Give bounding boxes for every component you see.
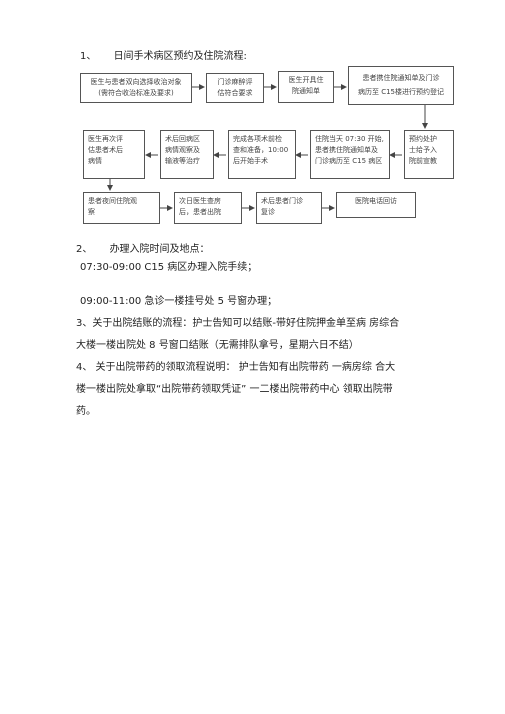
flow-text: 病历至 C15楼进行预约登记 <box>357 88 445 96</box>
flow-text: 后开始手术 <box>233 157 268 165</box>
flow-text: 次日医生查房 <box>179 197 221 205</box>
admission-time-2: 09:00-11:00 急诊一楼挂号处 5 号窗办理； <box>80 296 278 307</box>
section-2-heading: 2、 办理入院时间及地点： <box>76 240 210 255</box>
flow-step-education: 预约处护 士给予入 院前宣教 <box>404 130 454 179</box>
flow-text: 预约处护 <box>409 135 437 143</box>
flow-text: 士给予入 <box>409 146 437 154</box>
flow-step-anesthesia-eval: 门诊麻醉评 估符合要求 <box>206 73 264 103</box>
flow-text: 查和准备，10:00 <box>233 146 289 154</box>
flow-text: 医生与患者双向选择收治对象 <box>90 78 182 86</box>
discharge-billing-line-1: 3、关于出院结账的流程：护士告知可以结账-带好住院押金单至病 房综合 <box>76 318 400 329</box>
flow-text: 术后回病区 <box>165 135 200 143</box>
flow-step-select-patient: 医生与患者双向选择收治对象 (需符合收治标准及要求) <box>80 73 192 103</box>
section-2-number: 2、 <box>76 244 93 255</box>
flow-text: 估符合要求 <box>217 89 253 97</box>
section-1-title: 日间手术病区预约及住院流程: <box>113 51 247 62</box>
flow-text: 医生再次评 <box>88 135 123 143</box>
flow-text: 后，患者出院 <box>179 208 221 216</box>
flow-text: 病情 <box>88 157 102 165</box>
flow-step-phone-visit: 医院电话回访 <box>336 192 416 218</box>
section-1-number: 1、 <box>80 51 97 62</box>
discharge-meds-line-1: 4、 关于出院带药的领取流程说明： 护士告知有出院带药 一病房综 合大 <box>76 362 396 373</box>
flow-text: 察 <box>88 208 95 216</box>
flow-text: 患者夜间住院观 <box>88 197 137 205</box>
flow-text: 院通知单 <box>292 87 320 95</box>
flow-text: 患者携住院通知单及门诊 <box>362 74 440 82</box>
flow-text: 病情观察及 <box>165 146 200 154</box>
flow-step-overnight: 患者夜间住院观 察 <box>83 192 160 224</box>
flow-text: 复诊 <box>261 208 275 216</box>
section-1-heading: 1、 日间手术病区预约及住院流程: <box>80 47 247 62</box>
flow-step-pre-op-prep: 完成各项术前检 查和准备，10:00 后开始手术 <box>228 130 296 179</box>
flow-text: 术后患者门诊 <box>261 197 303 205</box>
flow-text: 住院当天 07:30 开始, <box>315 135 384 143</box>
flow-text: 患者携住院通知单及 <box>315 146 378 154</box>
section-2-title: 办理入院时间及地点： <box>109 244 210 255</box>
flow-text: 输液等治疗 <box>165 157 200 165</box>
flow-text: 门诊麻醉评 <box>217 78 253 86</box>
flow-text: 院前宣教 <box>409 157 437 165</box>
flow-step-registration: 患者携住院通知单及门诊 病历至 C15楼进行预约登记 <box>348 66 454 105</box>
flow-step-discharge: 次日医生查房 后，患者出院 <box>174 192 242 224</box>
flow-text: 医院电话回访 <box>355 197 397 205</box>
admission-time-1: 07:30-09:00 C15 病区办理入院手续； <box>80 262 258 273</box>
flow-text: (需符合收治标准及要求) <box>98 89 174 97</box>
flow-text: 完成各项术前检 <box>233 135 282 143</box>
flow-text: 估患者术后 <box>88 146 123 154</box>
flow-step-post-op-observation: 术后回病区 病情观察及 输液等治疗 <box>160 130 214 179</box>
discharge-billing-line-2: 大楼一楼出院处 8 号窗口结账（无需排队拿号，星期六日不结） <box>76 340 359 351</box>
discharge-meds-line-2: 楼一楼出院处拿取“出院带药领取凭证” 一二楼出院带药中心 领取出院带 <box>76 384 393 395</box>
flow-step-reassess: 医生再次评 估患者术后 病情 <box>83 130 145 179</box>
flow-text: 医生开具住 <box>288 76 324 84</box>
discharge-meds-line-3: 药。 <box>76 406 96 417</box>
flow-step-admission-day: 住院当天 07:30 开始, 患者携住院通知单及 门诊病历至 C15 病区 <box>310 130 390 179</box>
flow-step-follow-up: 术后患者门诊 复诊 <box>256 192 322 224</box>
flow-text: 门诊病历至 C15 病区 <box>315 157 383 165</box>
flow-step-admission-notice: 医生开具住 院通知单 <box>278 71 334 103</box>
